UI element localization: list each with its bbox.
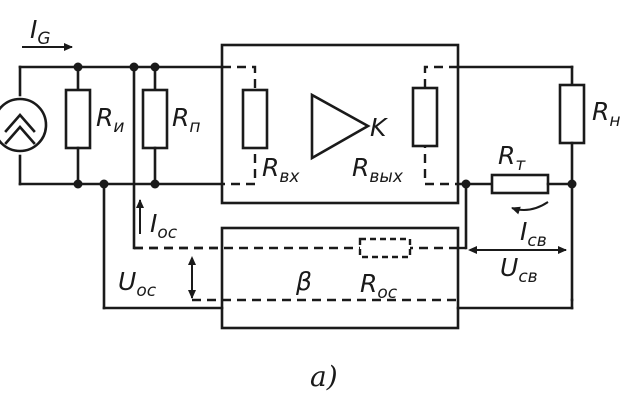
junction-dot [73,179,83,189]
resistor-r-in [241,88,269,150]
resistor-r-load-right [558,83,586,145]
resistor-r-t [490,173,550,195]
label-r-load-right: Rн [592,97,621,131]
output-network [456,65,586,302]
junction-dot [73,62,83,72]
figure-caption: а) [310,360,338,393]
junction-dot [150,62,160,72]
label-gain: K [370,113,389,142]
resistor-r-out [411,86,439,148]
current-source-icon [0,97,48,153]
labels: IG Rи Rп Rвх K Rвых Rт Rн Iос Uос β Rос … [30,15,621,393]
label-r-in: Rвх [262,153,300,187]
amplifier-box [220,43,460,205]
amplifier-triangle-icon [310,92,371,161]
label-r-out: Rвых [352,153,404,187]
label-r-load-left: Rи [96,103,124,137]
label-voltage-fb-right: Uсв [500,253,538,287]
label-current-fb-left: Iос [150,209,178,243]
label-beta: β [295,267,312,296]
amplifier-block [220,43,460,205]
label-source-current: IG [30,15,51,49]
label-r-t: Rт [498,141,526,175]
input-network [0,43,224,189]
label-r-fb: Rос [360,269,398,303]
label-current-fb-right: Iсв [520,217,547,251]
feedback-box [220,226,460,330]
current-fb-right-arrow [511,201,549,215]
label-r-shunt: Rп [172,103,201,137]
resistor-r-fb [358,237,412,259]
junction-dot [150,179,160,189]
junction-dot [567,179,577,189]
junction-dot [461,179,471,189]
resistor-r-load-left [64,88,92,150]
resistor-r-shunt [141,88,169,150]
label-voltage-fb-left: Uос [118,267,157,301]
feedback-block [102,65,574,330]
